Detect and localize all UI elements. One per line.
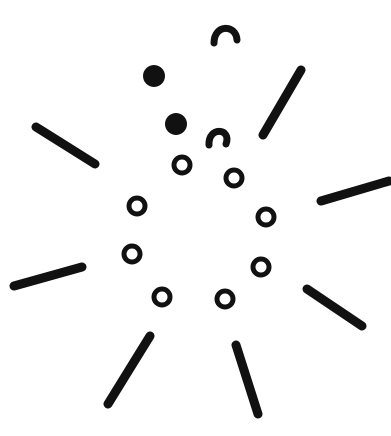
filled-dot: [143, 65, 165, 87]
radiating-line: [307, 289, 362, 326]
hollow-circle: [154, 289, 170, 305]
hollow-circle: [129, 198, 145, 214]
hollow-circle: [258, 209, 274, 225]
filled-dot: [165, 113, 187, 135]
hollow-circle: [124, 246, 140, 262]
radiating-line: [14, 267, 82, 286]
hollow-circle: [174, 157, 190, 173]
radiating-line: [108, 336, 150, 404]
hollow-circle: [253, 259, 269, 275]
arc-mark: [209, 131, 227, 145]
radiating-line: [263, 70, 301, 135]
hollow-circle: [217, 291, 233, 307]
arc-mark: [214, 28, 237, 43]
hollow-circle: [226, 170, 242, 186]
radiating-line: [36, 127, 95, 164]
radiating-line: [236, 345, 258, 414]
radiating-line: [321, 181, 389, 201]
